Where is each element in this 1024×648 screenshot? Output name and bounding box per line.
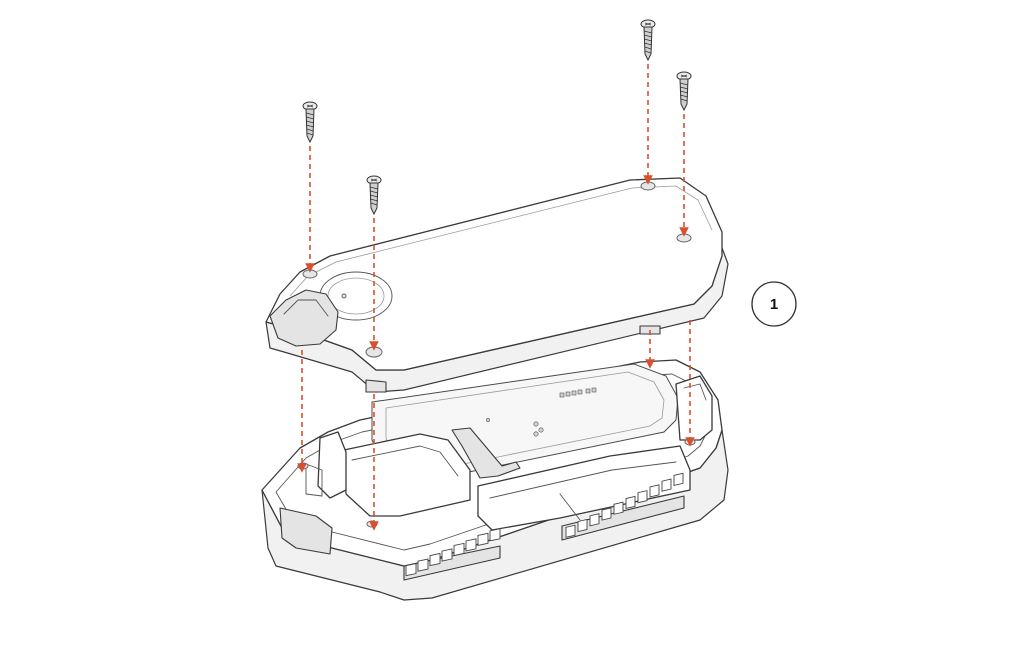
cover-hole-back-left xyxy=(640,181,656,191)
module-block-right-line xyxy=(489,461,677,499)
cover-hole-back-right xyxy=(676,233,692,243)
step-callout-circle xyxy=(751,281,797,327)
screw-icon xyxy=(302,19,692,216)
top-cover xyxy=(265,177,729,393)
screw-1 xyxy=(302,101,318,144)
base-boss-front-left xyxy=(297,462,309,470)
step-callout: 1 xyxy=(751,281,797,327)
screw-4 xyxy=(676,71,692,112)
left-latch xyxy=(317,431,347,499)
cover-hole-front-mid xyxy=(365,346,383,358)
left-latch-detail xyxy=(305,463,323,497)
cover-knob-pin xyxy=(341,293,347,299)
pcb-chip-row xyxy=(485,387,597,437)
ribbon-cable xyxy=(451,427,521,479)
screw-2 xyxy=(366,175,382,216)
cover-knob-highlight xyxy=(283,299,329,317)
cover-post-left xyxy=(365,379,387,393)
step-number: 1 xyxy=(770,296,778,313)
terminal-row-left xyxy=(403,528,501,581)
base-boss-front-mid xyxy=(366,520,378,528)
cover-hole-front-left xyxy=(302,269,318,279)
module-block-right-line-2 xyxy=(559,493,581,521)
cover-knob xyxy=(269,289,339,347)
base-housing xyxy=(261,359,729,601)
terminal-row-right xyxy=(561,472,685,541)
module-block-left xyxy=(343,433,471,517)
cover-knob-inner xyxy=(327,277,385,315)
cover-top-face xyxy=(265,177,723,371)
arrow-down-icon xyxy=(297,64,695,531)
screw-3 xyxy=(640,19,656,62)
base-corner-pocket xyxy=(279,507,333,555)
module-block-left-top xyxy=(351,445,459,477)
